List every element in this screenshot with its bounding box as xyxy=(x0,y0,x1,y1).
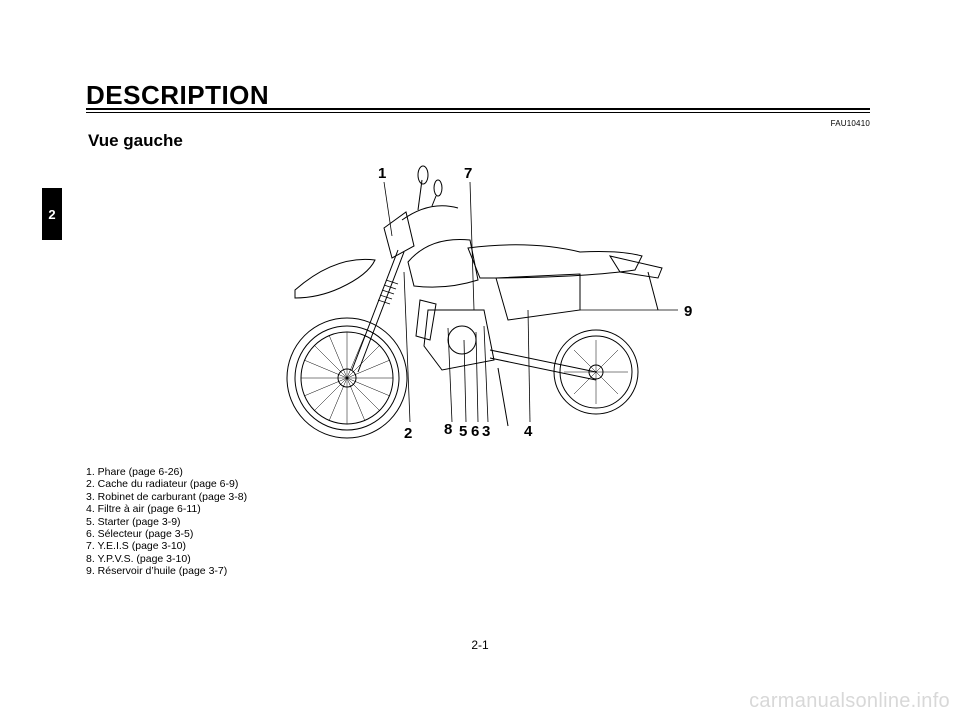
callout-4: 4 xyxy=(524,423,533,440)
callout-5: 5 xyxy=(459,423,467,440)
watermark: carmanualsonline.info xyxy=(749,690,950,712)
front-wheel xyxy=(286,317,408,439)
legend-item: 3. Robinet de carburant (page 3-8) xyxy=(86,490,248,503)
callout-2: 2 xyxy=(404,425,412,442)
callout-6: 6 xyxy=(471,423,479,440)
callout-7: 7 xyxy=(464,165,472,182)
legend-item: 1. Phare (page 6-26) xyxy=(86,466,183,478)
parts-legend: 1. Phare (page 6-26) 2. Cache du radiate… xyxy=(86,466,247,578)
motorcycle-left-side-illustration-icon: 1 7 9 2 8 5 6 3 4 xyxy=(286,165,692,442)
subtitle: Vue gauche xyxy=(88,131,183,150)
legend-item: 4. Filtre à air (page 6-11) xyxy=(86,503,201,516)
title-rule-thin xyxy=(86,112,870,113)
motorcycle-figure: 1 7 9 2 8 5 6 3 4 xyxy=(280,160,700,450)
legend-item: 6. Sélecteur (page 3-5) xyxy=(86,528,194,541)
front-fender xyxy=(294,258,376,299)
engine xyxy=(423,309,495,371)
callout-9: 9 xyxy=(684,303,692,320)
callout-8: 8 xyxy=(444,421,452,438)
rear-wheel xyxy=(553,329,639,415)
page-number: 2-1 xyxy=(471,638,489,652)
callout-1: 1 xyxy=(378,165,386,182)
headlight-cowl xyxy=(383,211,415,259)
seat xyxy=(467,244,643,279)
title-rule xyxy=(86,108,870,110)
section-title: DESCRIPTION xyxy=(86,80,270,110)
chapter-tab-number: 2 xyxy=(48,206,56,222)
reference-code: FAU10410 xyxy=(830,119,870,128)
rear-fender xyxy=(608,255,663,279)
chapter-tab: 2 xyxy=(42,188,62,240)
callout-3: 3 xyxy=(482,423,490,440)
legend-item: 2. Cache du radiateur (page 6-9) xyxy=(86,478,239,491)
legend-item: 8. Y.P.V.S. (page 3-10) xyxy=(86,552,191,565)
fuel-tank xyxy=(407,238,479,288)
legend-item: 9. Réservoir d’huile (page 3-7) xyxy=(86,565,228,578)
legend-item: 7. Y.E.I.S (page 3-10) xyxy=(86,540,187,553)
legend-item: 5. Starter (page 3-9) xyxy=(86,515,181,528)
